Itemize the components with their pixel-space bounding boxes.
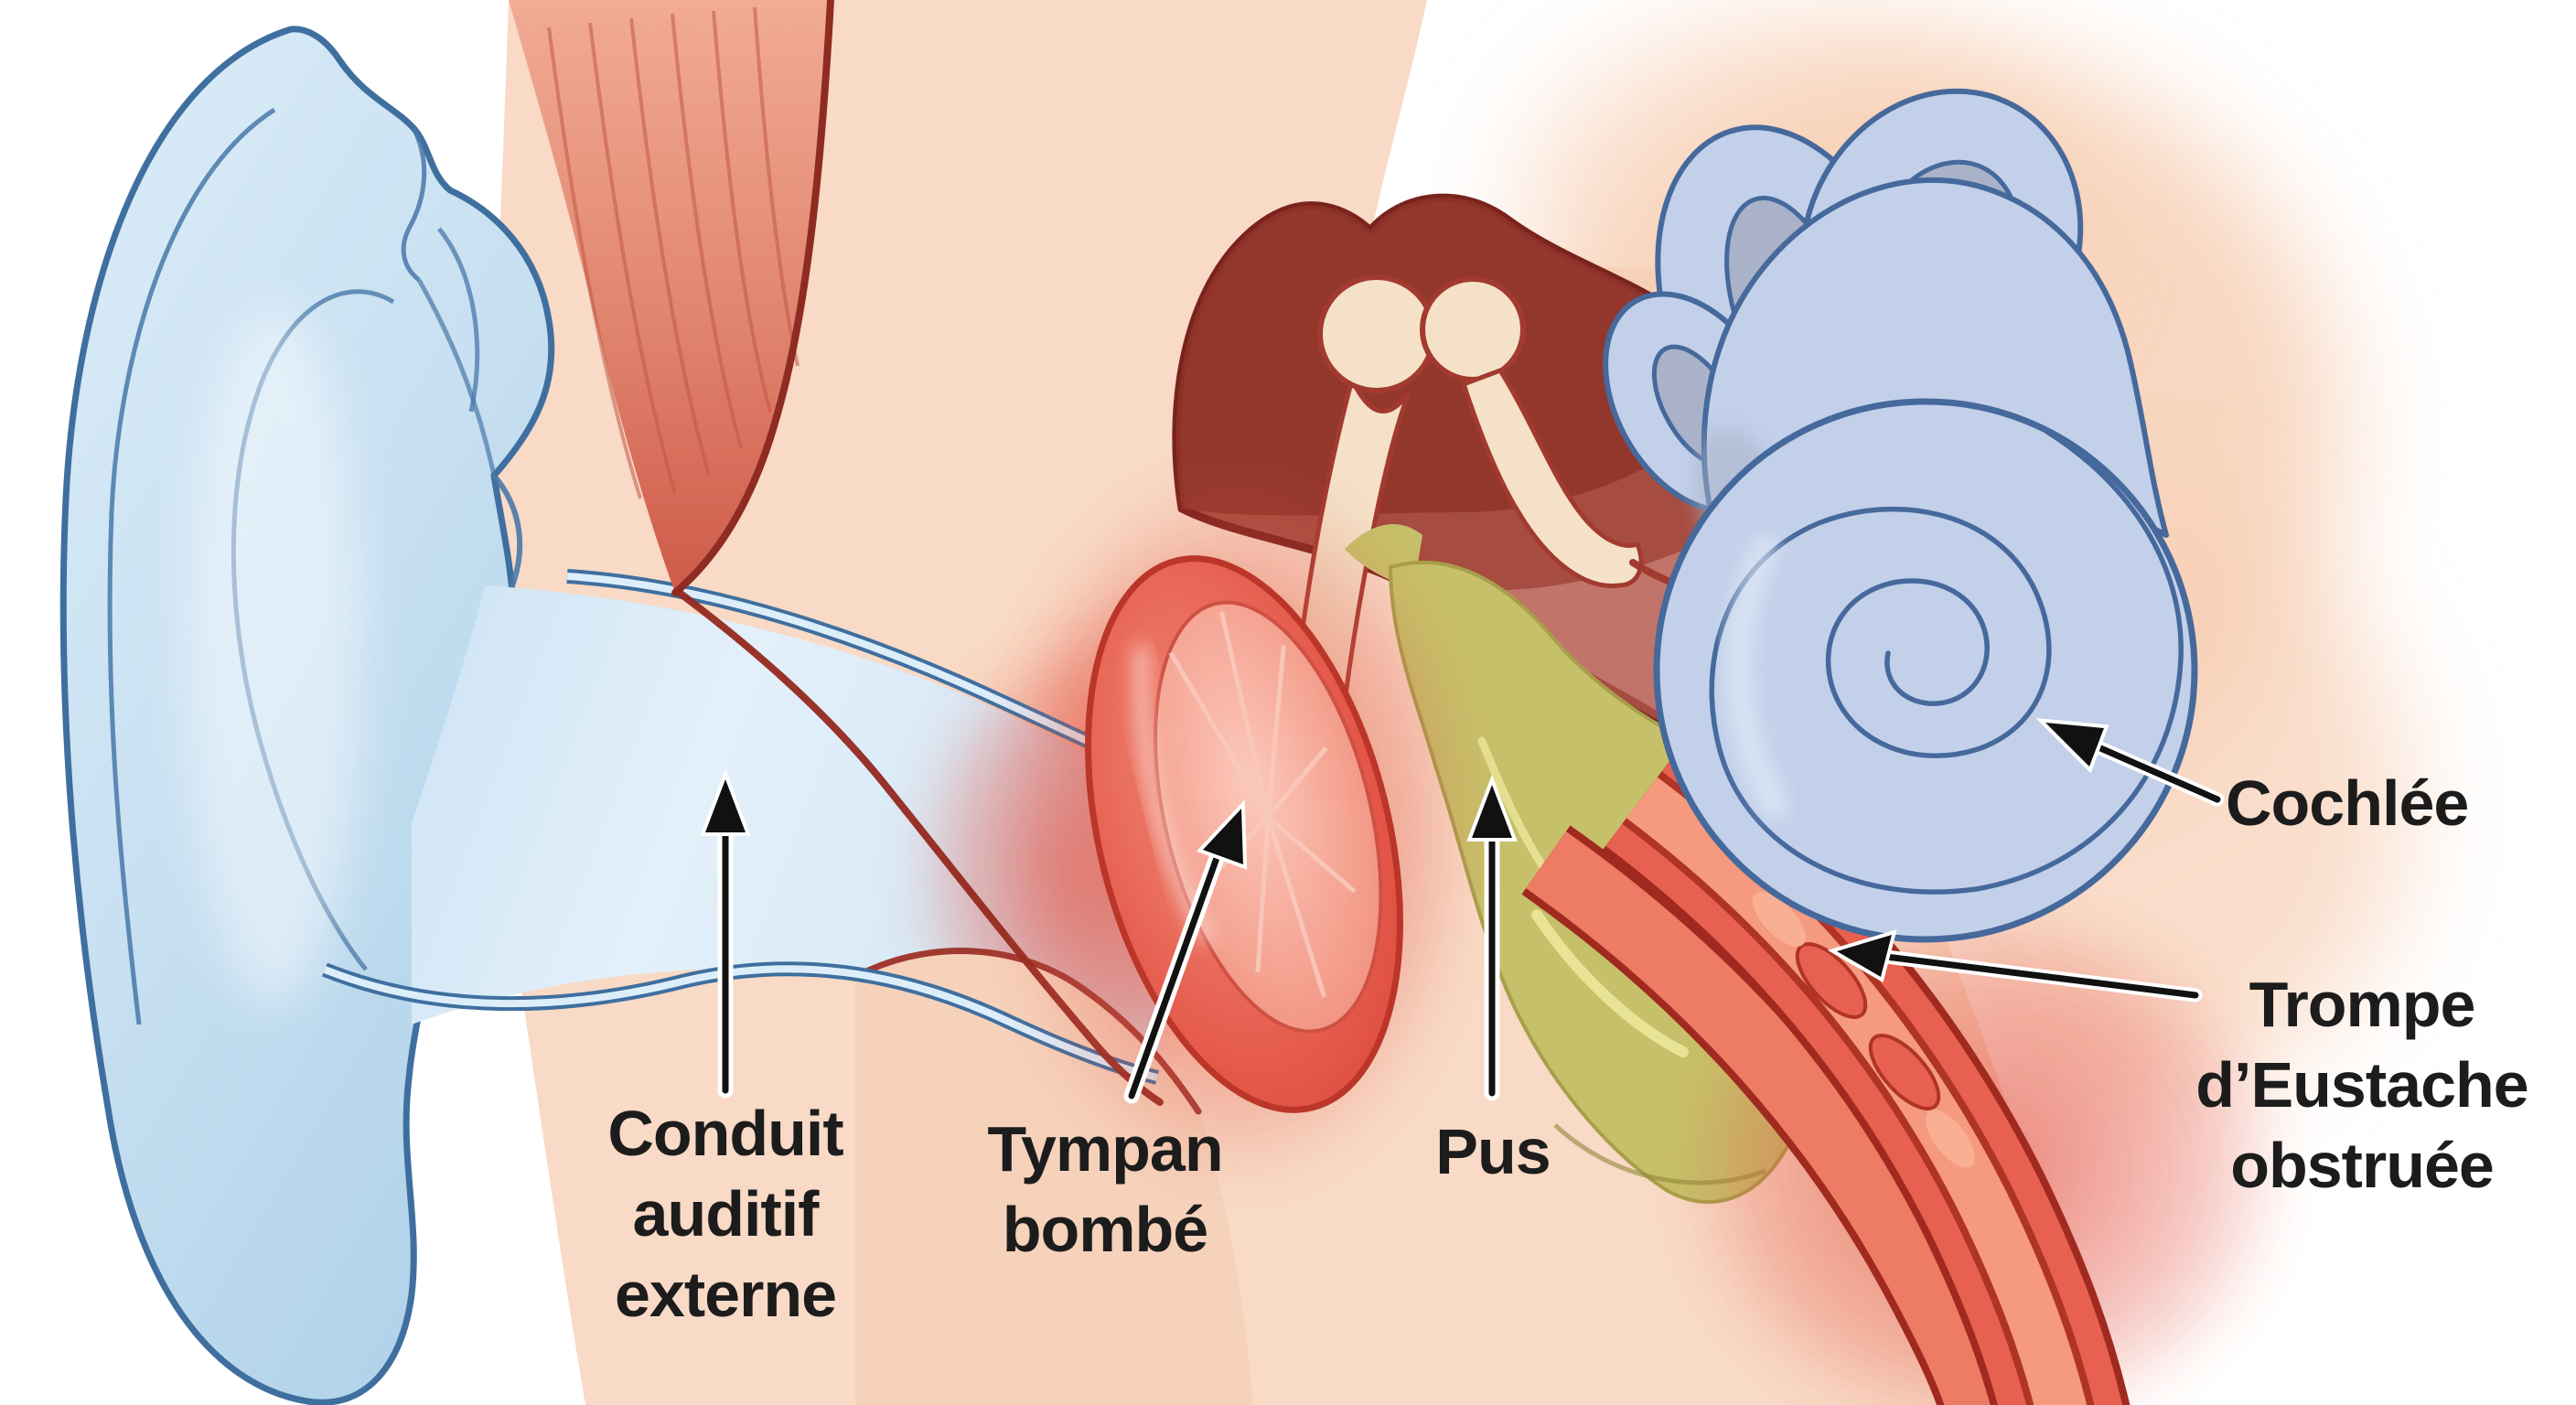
eardrum-arrow	[1123, 799, 1248, 1104]
tube-pinch-upper	[1795, 942, 1868, 1019]
outer-ear	[59, 26, 555, 1405]
labels: Conduit auditif externe Tympan bombé Pus…	[607, 767, 2528, 1330]
canal-arrowhead	[700, 768, 751, 836]
incus-process	[1461, 368, 1644, 588]
label-eustachian-line3: obstruée	[2230, 1130, 2494, 1201]
label-eustachian-line2: d’Eustache	[2195, 1049, 2528, 1121]
cochlea-arrow	[2035, 717, 2225, 807]
incus-body	[1420, 276, 1526, 382]
inner-fold-line	[437, 227, 480, 413]
top-notch-line	[401, 126, 427, 282]
muscle-striations	[547, 6, 800, 499]
tube-pinch-lower	[1868, 1034, 1941, 1110]
pus-arrow	[1466, 774, 1518, 1101]
helix-ridge-line	[107, 107, 276, 1025]
malleus-head	[1317, 274, 1436, 393]
label-eardrum-line2: bombé	[1003, 1194, 1208, 1265]
eardrum-sheen	[1134, 644, 1212, 943]
annotations	[700, 717, 2225, 1104]
label-canal-line1: Conduit	[607, 1098, 843, 1169]
label-eustachian-line1: Trompe	[2249, 969, 2475, 1040]
canal-arrow	[700, 768, 751, 1099]
label-canal-line2: auditif	[633, 1178, 821, 1249]
tube-outer-band	[1526, 831, 2018, 1405]
label-cochlea: Cochlée	[2226, 767, 2468, 839]
cochlea-spiral	[1709, 429, 2184, 895]
pus-highlight-streak	[1531, 909, 1689, 1057]
cochlea-arrowhead	[2035, 717, 2109, 774]
label-pus: Pus	[1435, 1116, 1550, 1187]
pus-arrowhead	[1466, 774, 1518, 842]
eardrum-arrowhead	[1196, 799, 1248, 870]
tube-lumen-bulge-lower	[1926, 1110, 1975, 1168]
muscle-right-edge	[671, 0, 834, 596]
pinna-highlight	[188, 311, 361, 1006]
cochlea-highlight	[1725, 535, 1788, 819]
inner-ear	[1603, 88, 2198, 943]
eustachian-arrow	[1828, 929, 2203, 1003]
tube-lumen-bulge-upper	[1752, 892, 1807, 947]
upper-edge-line	[416, 278, 497, 477]
eustachian-arrowhead	[1828, 929, 1897, 983]
label-eardrum-line1: Tympan	[987, 1113, 1222, 1185]
label-canal-line3: externe	[615, 1259, 836, 1330]
muscle	[509, 0, 1164, 1106]
